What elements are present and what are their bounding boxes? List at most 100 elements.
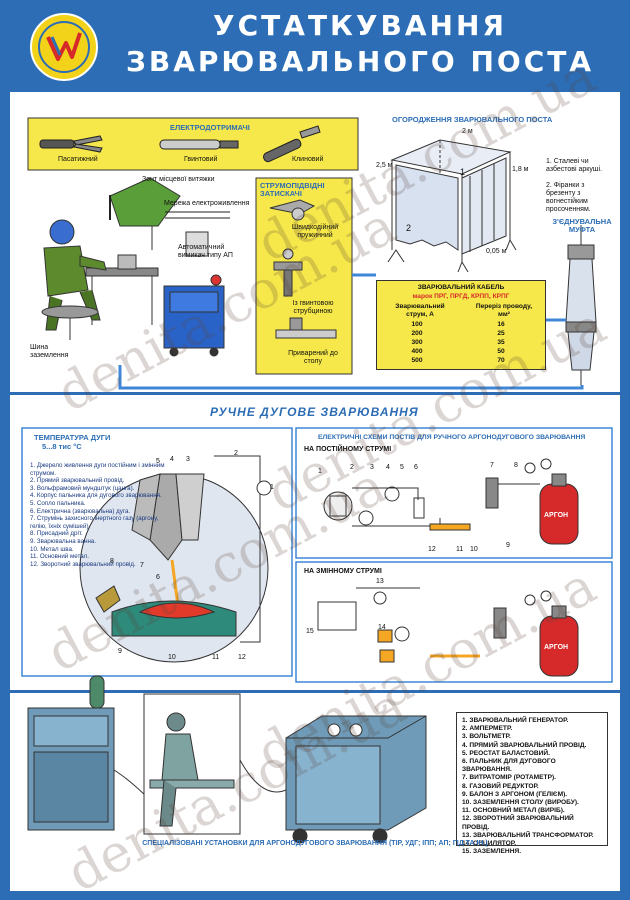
electrode-holders-heading: ЕЛЕКТРОДОТРИМАЧІ	[170, 123, 250, 132]
legend-item: 11. ОСНОВНИЙ МЕТАЛ (ВИРІБ).	[462, 807, 565, 815]
page-title: УСТАТКУВАННЯ ЗВАРЮВАЛЬНОГО ПОСТА	[110, 8, 610, 80]
legend-item: 7. ВИТРАТОМІР (РОТАМЕТР).	[462, 774, 557, 782]
arc-num-2: 2	[234, 450, 238, 457]
arc-item-12: 12. Зворотний зварювальний провід.	[30, 560, 136, 568]
legend-item: ЗВАРЮВАННЯ.	[462, 766, 512, 774]
arc-item-8: 8. Присадний дріт.	[30, 530, 83, 538]
clamp-label-screw: Із гвинтовою струбциною	[292, 300, 334, 315]
arc-item-6: 6. Електрична (зварювальна) дуга.	[30, 507, 131, 515]
footer-caption: СПЕЦІАЛІЗОВАНІ УСТАНОВКИ ДЛЯ АРГОНОДУГОВ…	[142, 840, 488, 847]
cable-current-2: 300	[411, 339, 423, 346]
title-line-2: ЗВАРЮВАЛЬНОГО ПОСТА	[125, 45, 595, 78]
clamp-label-spring: Швидкодійний пружинний	[291, 224, 339, 239]
arc-num-8: 8	[110, 558, 114, 565]
arc-item-2: 2. Прямий зварювальний провід.	[30, 477, 125, 485]
dc-num-12: 12	[428, 546, 436, 553]
legend-item: 2. АМПЕРМЕТР.	[462, 725, 513, 733]
mains-label: Мережа електроживлення	[164, 200, 250, 207]
arc-num-3: 3	[186, 456, 190, 463]
legend-item: 6. ПАЛЬНИК ДЛЯ ДУГОВОГО	[462, 758, 556, 766]
breaker-label: Автоматичний вимикач типу АП	[178, 244, 233, 259]
dc-num-2: 2	[350, 464, 354, 471]
legend-item: 3. ВОЛЬТМЕТР.	[462, 733, 511, 741]
arc-num-10: 10	[168, 654, 176, 661]
fence-dim-bottom: 0,05 м	[486, 248, 507, 255]
dc-num-4: 4	[386, 464, 390, 471]
arc-num-4: 4	[170, 456, 174, 463]
cable-section-2: 35	[497, 339, 505, 346]
cable-section-0: 16	[497, 321, 505, 328]
arc-temp-heading: ТЕМПЕРАТУРА ДУГИ	[34, 433, 111, 442]
dc-num-5: 5	[400, 464, 404, 471]
logo-welding-icon	[30, 13, 98, 81]
cable-section-4: 70	[497, 357, 505, 364]
arc-num-5: 5	[156, 458, 160, 465]
arc-num-1: 1	[270, 484, 274, 491]
fence-num-1: 1	[460, 167, 466, 177]
cable-current-1: 200	[411, 330, 423, 337]
fence-heading: ОГОРОДЖЕННЯ ЗВАРЮВАЛЬНОГО ПОСТА	[392, 115, 553, 124]
arc-num-11: 11	[212, 654, 220, 661]
legend-item: 14. ОСЦИЛЯТОР.	[462, 840, 517, 848]
dc-num-11: 11	[456, 546, 464, 553]
arc-item-7: 7. Струмінь захисного інертного газу (ар…	[30, 515, 159, 530]
ac-label: НА ЗМІННОМУ СТРУМІ	[304, 568, 382, 575]
legend-item: 12. ЗВОРОТНИЙ ЗВАРЮВАЛЬНИЙ	[462, 815, 574, 823]
fence-dim-left: 2,5 м	[376, 162, 393, 169]
argon-label-ac: АРГОН	[544, 644, 569, 651]
cable-table: ЗВАРЮВАЛЬНИЙ КАБЕЛЬ марок ПРГ, ПРГД, КРП…	[376, 280, 546, 370]
hood-label: Зонт місцевої витяжки	[142, 176, 215, 183]
cable-current-3: 400	[411, 348, 423, 355]
legend-item: 9. БАЛОН З АРГОНОМ (ГЕЛІЄМ).	[462, 790, 568, 798]
legend-item: 4. ПРЯМИЙ ЗВАРЮВАЛЬНИЙ ПРОВІД.	[462, 741, 587, 749]
cable-col-section: Переріз проводу, мм²	[475, 303, 533, 318]
holder-label-wedge: Клиновий	[292, 156, 324, 163]
ac-num-14: 14	[378, 624, 386, 631]
arc-item-10: 10. Метал шва.	[30, 545, 74, 553]
arc-item-1: 1. Джерело живлення дуги постійним і змі…	[30, 462, 165, 477]
legend-item: 1. ЗВАРЮВАЛЬНИЙ ГЕНЕРАТОР.	[462, 717, 569, 724]
circuits-heading: ЕЛЕКТРИЧНІ СХЕМИ ПОСТІВ ДЛЯ РУЧНОГО АРГО…	[318, 434, 586, 441]
arc-components-list: 1. Джерело живлення дуги постійним і змі…	[30, 462, 172, 568]
dc-num-6: 6	[414, 464, 418, 471]
fence-num-2: 2	[406, 223, 412, 233]
cable-section-1: 25	[497, 330, 505, 337]
arc-item-4: 4. Корпус пальника для дугового зварюван…	[30, 492, 162, 500]
arc-num-9: 9	[118, 648, 122, 655]
dc-label: НА ПОСТІЙНОМУ СТРУМІ	[304, 446, 392, 453]
arc-num-6: 6	[156, 574, 160, 581]
fence-dim-top: 2 м	[462, 128, 473, 135]
legend-item: 15. ЗАЗЕМЛЕННЯ.	[462, 848, 522, 856]
dc-num-1: 1	[318, 468, 322, 475]
dc-num-3: 3	[370, 464, 374, 471]
arc-num-12: 12	[238, 654, 246, 661]
dc-num-9: 9	[506, 542, 510, 549]
clamps-heading: СТРУМОПІДВІДНІ ЗАТИСКАЧІ	[260, 181, 325, 198]
cable-heading: ЗВАРЮВАЛЬНИЙ КАБЕЛЬ	[417, 284, 505, 291]
dc-num-8: 8	[514, 462, 518, 469]
cable-current-0: 100	[411, 321, 423, 328]
clamp-label-welded: Приварений до столу	[288, 350, 338, 365]
poster-header: УСТАТКУВАННЯ ЗВАРЮВАЛЬНОГО ПОСТА	[0, 0, 630, 92]
ground-bus-label: Шина заземлення	[30, 344, 69, 359]
holder-label-pliers: Пасатижний	[58, 156, 98, 163]
fence-dim-right: 1,8 м	[512, 166, 529, 173]
ac-num-13: 13	[376, 578, 384, 585]
title-line-1: УСТАТКУВАННЯ	[213, 9, 507, 42]
legend-item: 5. РЕОСТАТ БАЛАСТОВИЙ.	[462, 749, 550, 757]
arc-item-9: 9. Зварювальна ванна.	[30, 537, 97, 545]
manual-arc-heading: РУЧНЕ ДУГОВЕ ЗВАРЮВАННЯ	[210, 405, 419, 419]
arc-item-5: 5. Сопло пальника.	[30, 499, 86, 507]
arc-item-3: 3. Вольфрамовий мундштук (цанга).	[30, 484, 135, 492]
fence-note-1: 1. Сталеві чи азбестові аркуші.	[546, 158, 603, 173]
equipment-legend: 1. ЗВАРЮВАЛЬНИЙ ГЕНЕРАТОР. 2. АМПЕРМЕТР.…	[456, 712, 608, 855]
cable-grades: марок ПРГ, ПРГД, КРПП, КРПГ	[412, 293, 510, 300]
cable-col-current: Зварювальний струм, А	[395, 303, 445, 318]
fence-note-2: 2. Фіранки з брезенту з вогнестійким про…	[546, 182, 591, 213]
arc-temp-value: 5...8 тис °С	[42, 442, 82, 451]
dc-num-10: 10	[470, 546, 478, 553]
dc-num-7: 7	[490, 462, 494, 469]
cable-current-4: 500	[411, 357, 423, 364]
